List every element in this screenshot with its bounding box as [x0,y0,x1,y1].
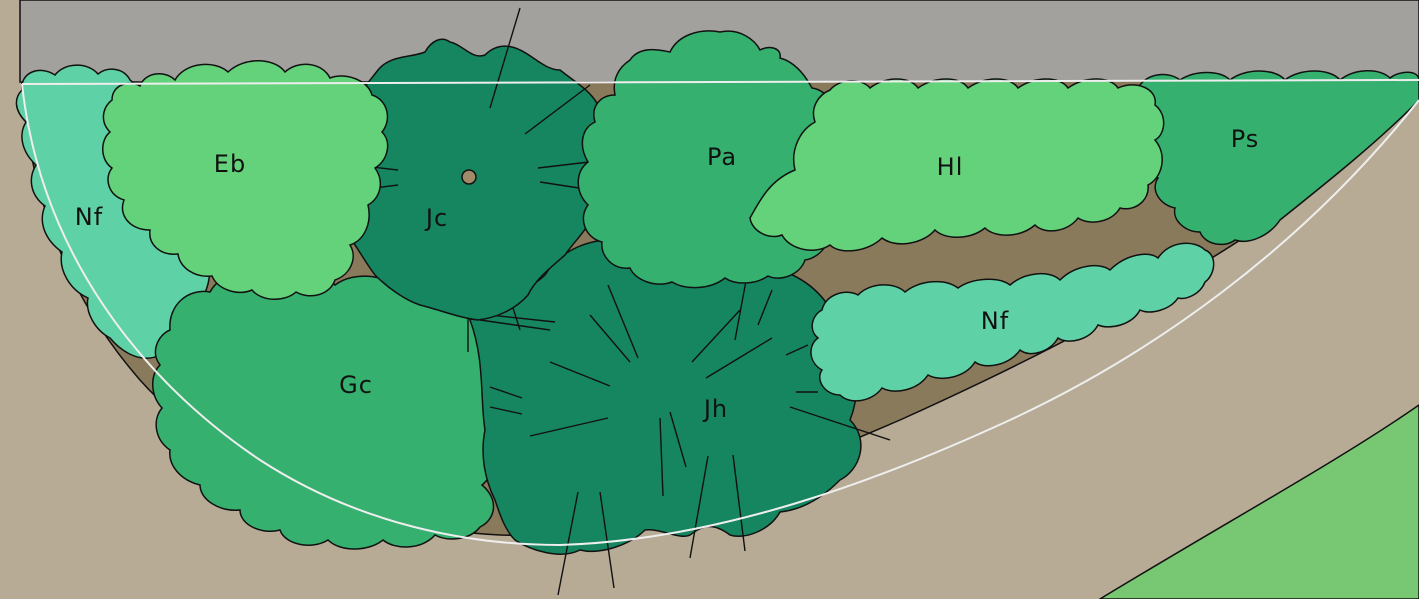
plant-hl[interactable]: Hl [749,78,1165,252]
plant-nf-right[interactable]: Nf [810,242,1215,402]
plant-ps-label: Ps [1231,125,1260,153]
plant-jh-label: Jh [702,395,728,423]
plant-eb-label: Eb [214,150,246,178]
bed-edge-curve [21,83,1419,547]
plant-pa-label: Pa [707,143,737,171]
plant-jc-center-marker [461,169,477,185]
plant-hl-canopy [749,78,1165,252]
plant-jc[interactable]: Jc [291,7,645,321]
plant-nf-left-label: Nf [75,203,103,231]
plant-nf-right-canopy [810,242,1215,402]
plant-gc-canopy [152,271,497,550]
plant-gc-label: Gc [339,371,373,399]
plant-ps[interactable]: Ps [1134,70,1419,246]
plant-hl-label: Hl [937,153,964,181]
plant-jc-label: Jc [424,204,448,232]
bed-edge-top [21,79,1419,85]
plant-nf-right-label: Nf [981,307,1009,335]
plant-eb[interactable]: Eb [102,60,389,300]
plant-eb-canopy [102,60,389,300]
plant-gc[interactable]: Gc [152,271,497,550]
lawn-area [1098,404,1419,599]
plants-layer: Nf Gc [15,7,1419,596]
